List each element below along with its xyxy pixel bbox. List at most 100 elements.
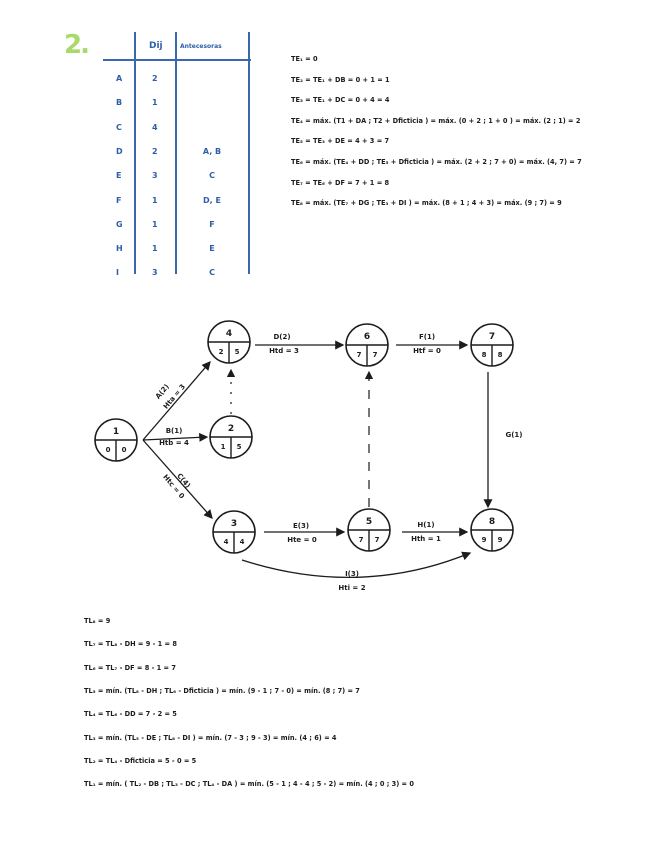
activity-cell: H: [116, 244, 123, 254]
activity-slack: Htd = 3: [269, 347, 299, 355]
te-equation: TE₈ = máx. (TE₇ + DG ; TE₃ + DI ) = máx.…: [291, 199, 562, 208]
node-id: 5: [366, 517, 372, 527]
node-tl: 7: [373, 351, 378, 359]
node-tl: 9: [498, 536, 503, 544]
predecessors-cell: C: [209, 171, 215, 181]
header-duration: Dij: [149, 41, 163, 51]
activity-label: G(1): [505, 431, 522, 439]
activity-arrow: [241, 551, 472, 579]
activity-label: E(3): [293, 522, 309, 530]
activity-label: D(2): [273, 333, 290, 341]
node-te: 7: [359, 536, 364, 544]
activity-G: G(1): [483, 372, 523, 509]
activity-cell: F: [116, 195, 122, 205]
activity-C: C(4)Htc = 0: [142, 439, 213, 519]
predecessors-cell: D, E: [203, 195, 221, 205]
activity-cell: C: [116, 122, 122, 132]
activity-arrow: [142, 439, 213, 519]
activity-F: F(1) Htf = 0: [396, 333, 469, 355]
duration-cell: 1: [152, 219, 158, 229]
tl-equation: TL₈ = 9: [84, 617, 111, 625]
node-id: 8: [489, 517, 495, 527]
duration-cell: 2: [152, 74, 158, 83]
tl-equation: TL₆ = TL₇ - DF = 8 - 1 = 7: [84, 663, 176, 672]
duration-cell: 1: [152, 244, 158, 254]
node-tl: 0: [122, 446, 127, 454]
node-tl: 5: [235, 348, 240, 356]
predecessors-cell: A, B: [202, 146, 222, 156]
node-te: 4: [224, 538, 229, 546]
event-node-1: 1 0 0: [94, 418, 138, 462]
activity-cell: D: [116, 146, 123, 156]
node-id: 2: [228, 424, 234, 434]
activity-E: E(3) Hte = 0: [264, 522, 346, 544]
predecessors-cell: F: [209, 219, 215, 229]
table-header-divider: [103, 59, 251, 61]
activity-arrow: [142, 432, 209, 442]
te-equation: TE₁ = 0: [291, 55, 318, 63]
table-row: E 3 C: [100, 171, 250, 191]
activity-H: H(1)Hth = 1: [402, 521, 469, 543]
activity-D: D(2) Htd = 3: [255, 333, 345, 355]
activity-slack: Hte = 0: [287, 536, 317, 544]
tl-equation: TL₇ = TL₈ - DH = 9 - 1 = 8: [84, 640, 177, 649]
tl-equation: TL₅ = mín. (TL₈ - DH ; TL₆ - Dficticia )…: [84, 686, 360, 695]
node-te: 7: [357, 351, 362, 359]
activity-cell: A: [116, 74, 123, 83]
activity-cell: I: [116, 268, 119, 278]
predecessors-cell: E: [209, 244, 215, 254]
activity-I: I(3) Hti = 2: [241, 551, 472, 592]
activity-cell: G: [116, 219, 123, 229]
te-equation: TE₅ = TE₃ + DE = 4 + 3 = 7: [291, 137, 390, 146]
tl-equation: TL₃ = mín. (TL₅ - DE ; TL₈ - DI ) = mín.…: [84, 733, 337, 742]
table-row: I 3 C: [100, 268, 250, 288]
activity-B: B(1) Htb = 4: [142, 427, 209, 447]
node-id: 6: [364, 332, 370, 342]
duration-cell: 2: [152, 146, 158, 156]
duration-cell: 1: [152, 98, 158, 108]
node-te: 8: [482, 351, 487, 359]
table-column-divider: [248, 32, 250, 274]
activity-label: I(3): [345, 570, 359, 578]
node-id: 4: [226, 329, 232, 339]
te-equation: TE₇ = TE₆ + DF = 7 + 1 = 8: [291, 178, 390, 187]
event-node-7: 7 8 8: [470, 323, 514, 367]
event-node-5: 5 7 7: [347, 508, 391, 552]
event-node-8: 8 9 9: [470, 508, 514, 552]
activity-slack: Hti = 2: [338, 584, 365, 592]
tl-equation: TL₂ = TL₄ - Dficticia = 5 - 0 = 5: [84, 756, 197, 765]
node-te: 1: [221, 443, 226, 451]
node-id: 7: [489, 332, 495, 342]
activity-arrow: [142, 361, 211, 441]
node-te: 2: [219, 348, 224, 356]
table-row: G 1 F: [100, 220, 250, 240]
tl-equation: TL₄ = TL₆ - DD = 7 - 2 = 5: [84, 710, 177, 719]
node-tl: 7: [375, 536, 380, 544]
activity-slack: Htb = 4: [159, 439, 189, 447]
exercise-number: 2.: [64, 30, 90, 60]
predecessors-cell: C: [209, 268, 215, 278]
tl-equation: TL₁ = mín. ( TL₂ - DB ; TL₃ - DC ; TL₄ -…: [84, 780, 414, 789]
node-id: 1: [113, 427, 119, 437]
node-te: 9: [482, 536, 487, 544]
duration-cell: 3: [152, 171, 158, 181]
activity-slack: Htf = 0: [413, 347, 441, 355]
node-te: 0: [106, 446, 111, 454]
node-tl: 8: [498, 351, 503, 359]
node-tl: 4: [240, 538, 245, 546]
header-predecessors: Antecesoras: [180, 43, 222, 50]
table-column-divider: [175, 32, 177, 274]
activity-label: B(1): [166, 427, 183, 435]
activity-cell: B: [116, 98, 123, 108]
duration-cell: 4: [152, 122, 158, 132]
activity-label: F(1): [419, 333, 435, 341]
te-equation: TE₃ = TE₁ + DC = 0 + 4 = 4: [291, 96, 390, 105]
activity-cell: E: [116, 171, 122, 181]
duration-cell: 3: [152, 268, 158, 278]
te-equation: TE₄ = máx. (T1 + DA ; T2 + Dficticia ) =…: [291, 116, 581, 125]
